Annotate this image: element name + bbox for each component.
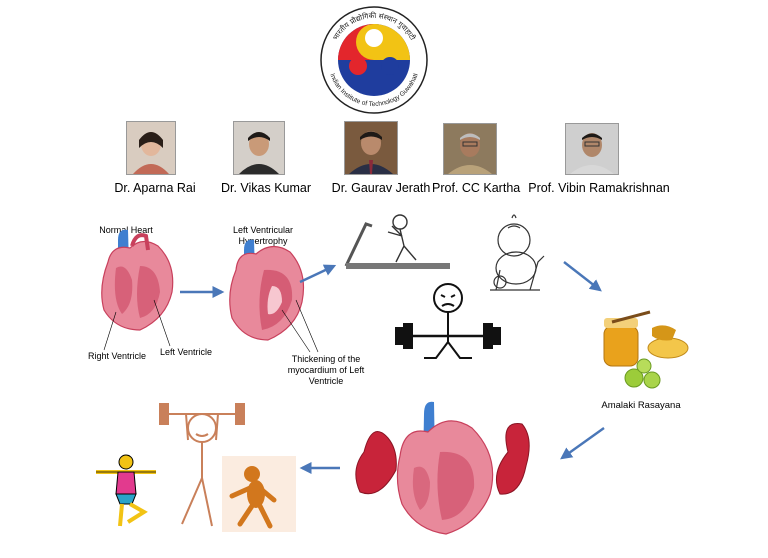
thickening-leader-2	[295, 299, 319, 353]
treadmill-figure	[344, 214, 450, 269]
arrow-lvh-to-exercise	[299, 264, 337, 284]
photo-aparna-rai	[126, 121, 176, 175]
person-name-cc-kartha: Prof. CC Kartha	[432, 181, 521, 195]
photo-vibin-ramakrishnan	[565, 123, 619, 175]
amalaki-honey-illustration	[603, 310, 689, 389]
runner-figure	[222, 456, 296, 532]
strong-heart-figure	[355, 401, 530, 535]
iitg-logo: भारतीय प्रौद्योगिकी संस्थान गुवाहाटी Ind…	[318, 4, 430, 116]
thickening-leader-1	[281, 309, 311, 353]
person-name-aparna-rai: Dr. Aparna Rai	[114, 181, 196, 195]
thickening-label: Thickening of the myocardium of Left Ven…	[287, 354, 365, 386]
weightlifter-figure	[395, 283, 501, 359]
person-name-vibin-ramakrishnan: Prof. Vibin Ramakrishnan	[528, 181, 670, 195]
normal-heart	[101, 229, 174, 331]
photo-gaurav-jerath	[344, 121, 398, 175]
dumbbell-lifter-figure	[159, 403, 245, 527]
lv-leader-line	[153, 299, 171, 347]
arrow-amalaki-to-strong-heart	[560, 427, 605, 460]
photo-cc-kartha	[443, 123, 497, 175]
rv-leader-line	[103, 311, 117, 351]
person-name-vikas-kumar: Dr. Vikas Kumar	[220, 181, 312, 195]
left-ventricle-label: Left Ventricle	[160, 347, 213, 357]
person-name-gaurav-jerath: Dr. Gaurav Jerath	[331, 181, 431, 195]
yoga-figure	[96, 454, 156, 527]
right-ventricle-label: Right Ventricle	[88, 351, 147, 361]
arrow-exercise-to-amalaki	[563, 261, 602, 292]
lvh-title: Left Ventricular Hypertrophy	[232, 225, 294, 246]
lvh-heart	[229, 239, 305, 341]
exercise-bike-figure	[490, 214, 545, 291]
photo-vikas-kumar	[233, 121, 285, 175]
amalaki-rasayana-label: Amalaki Rasayana	[601, 400, 681, 411]
